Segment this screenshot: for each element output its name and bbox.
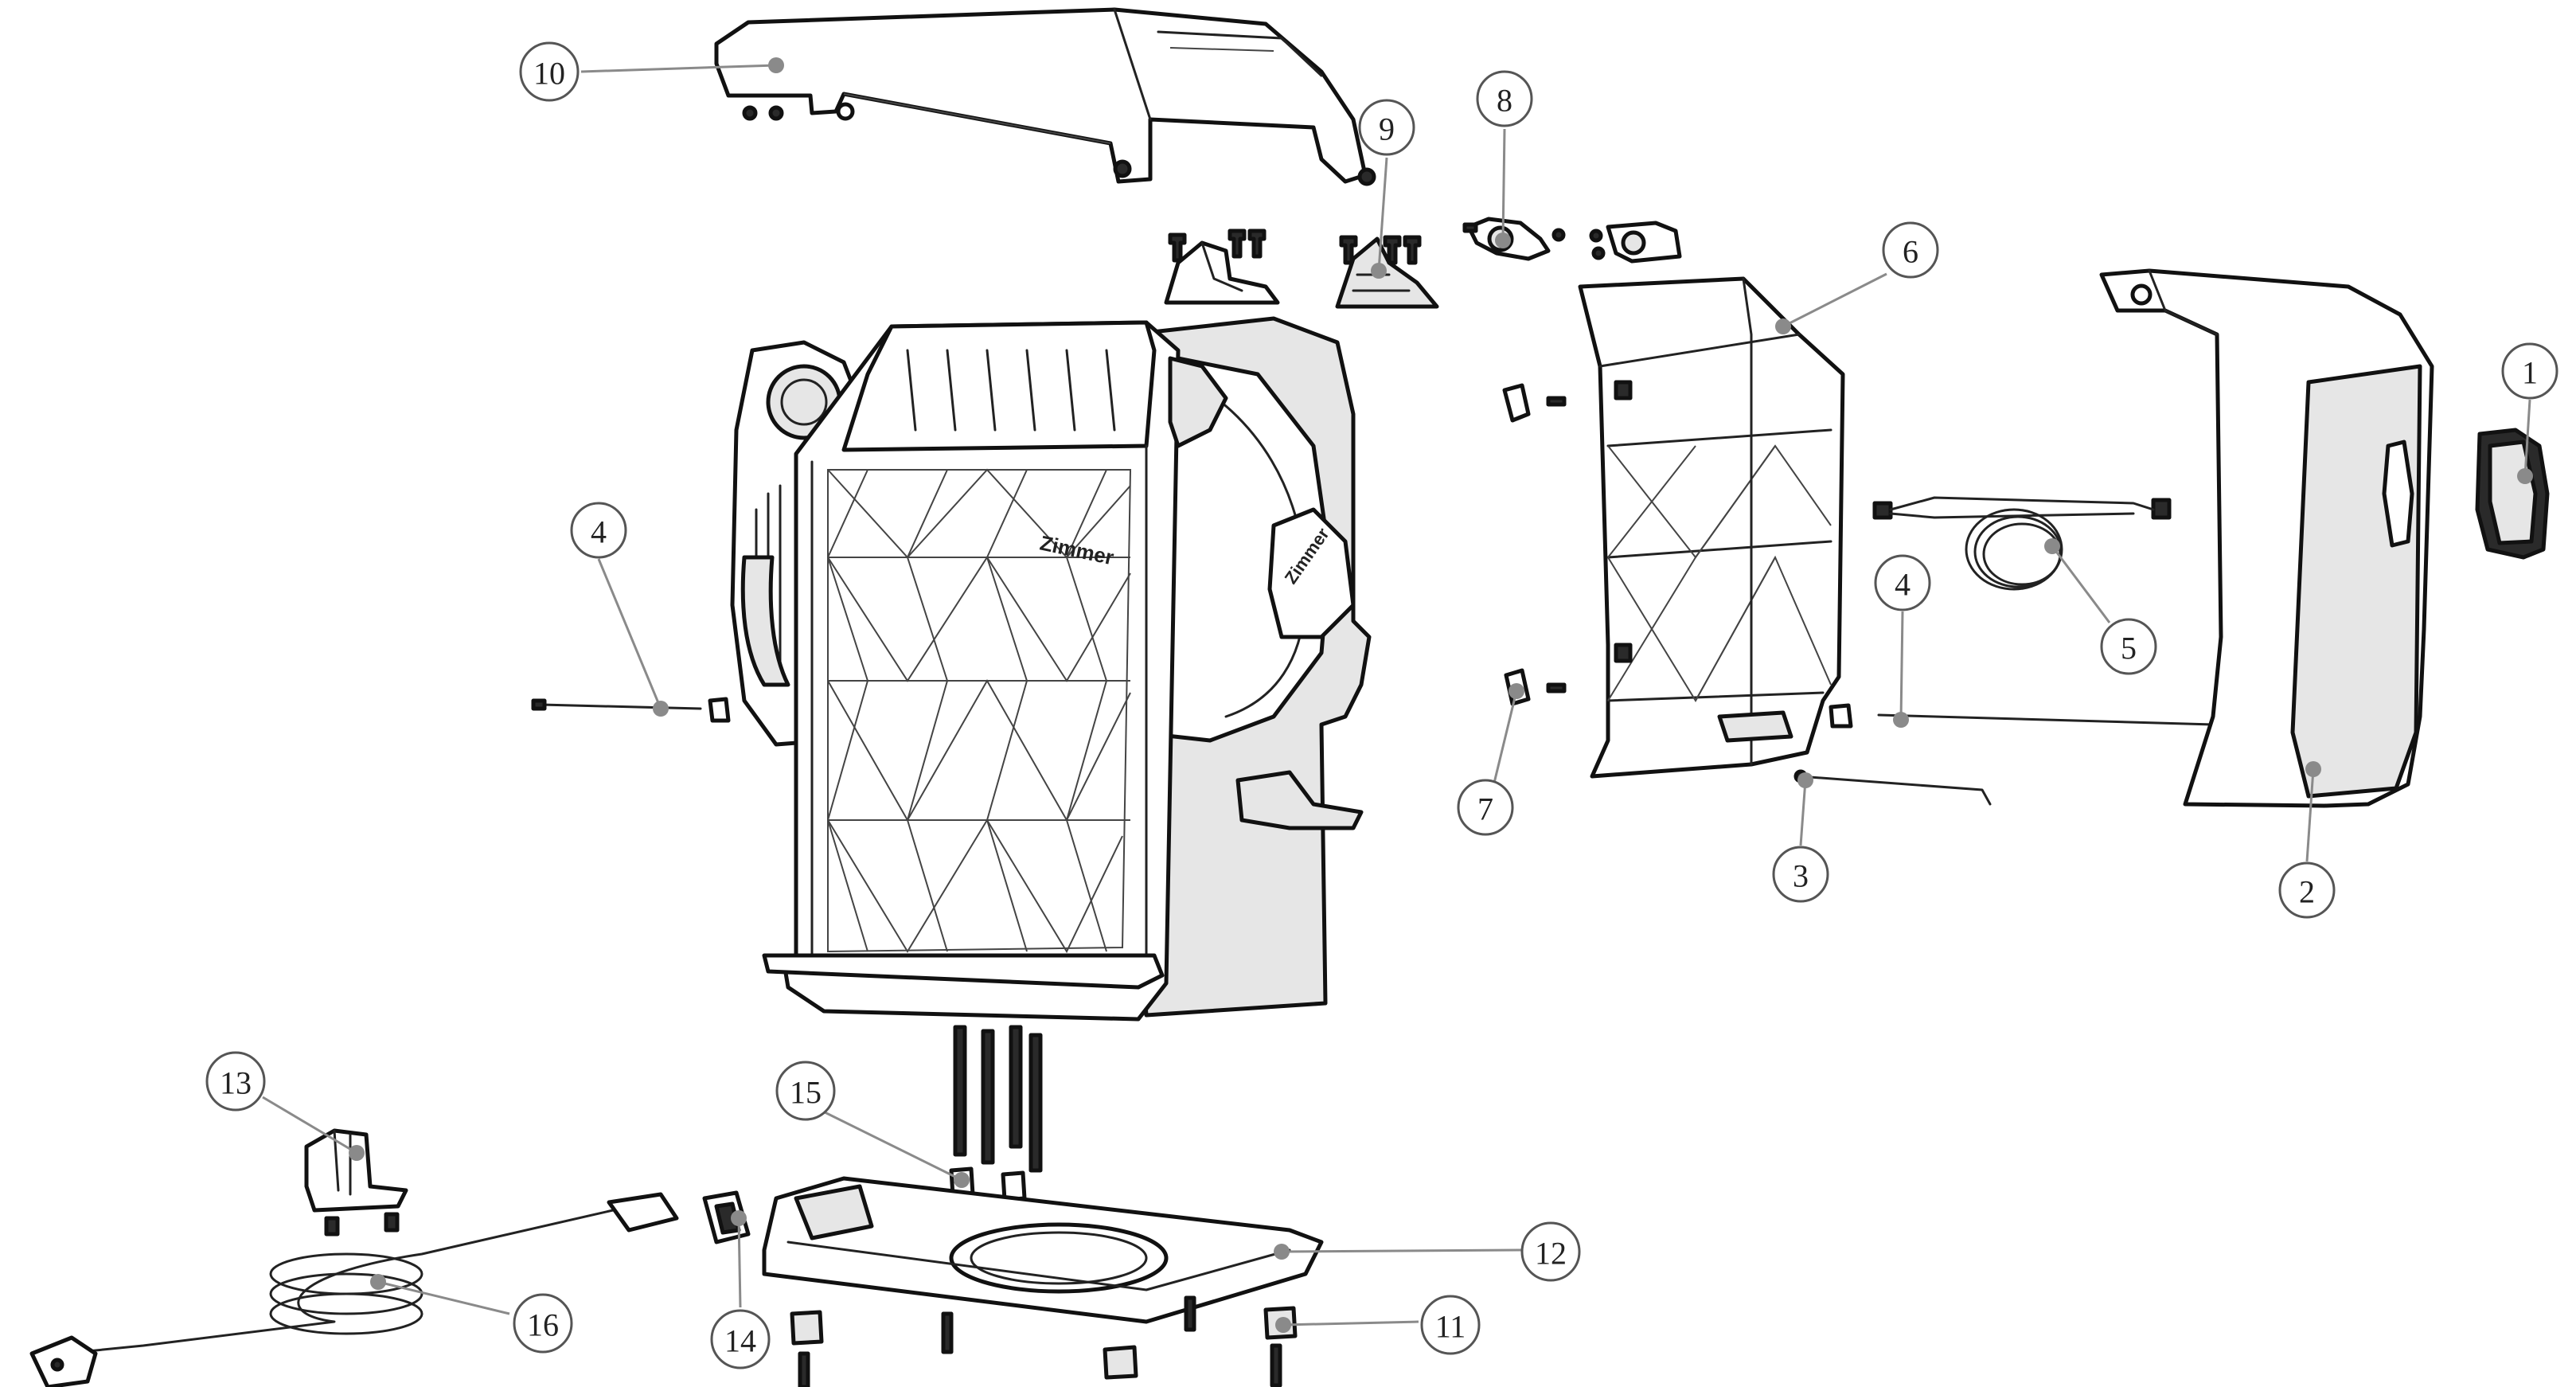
callout-label: 10: [533, 56, 565, 92]
callout-14: 14: [710, 1309, 771, 1369]
callout-label: 2: [2299, 874, 2315, 910]
callout-label: 8: [1497, 83, 1512, 119]
callout-label: 11: [1435, 1309, 1466, 1345]
callout-1: 1: [2501, 342, 2558, 400]
part-10-top-cover: [714, 7, 1376, 186]
part-9-brackets: [1164, 229, 1439, 309]
part-3-tie-rod: [1793, 769, 1992, 806]
part-1-display-module: [2475, 428, 2550, 560]
main-housing-frame: Zimmer Zimmer: [730, 316, 1372, 1022]
callout-11: 11: [1420, 1295, 1481, 1355]
part-15-heating-element: [949, 1025, 1043, 1202]
callout-label: 4: [1895, 567, 1911, 603]
callout-label: 13: [220, 1065, 252, 1101]
callout-label: 15: [790, 1075, 822, 1111]
callout-label: 7: [1477, 791, 1493, 827]
lattice-grid: [827, 468, 1132, 954]
part-4-rods: [531, 697, 2215, 729]
callout-7: 7: [1457, 779, 1514, 836]
callout-12: 12: [1520, 1221, 1581, 1282]
part-13-mount-bracket: [304, 1128, 408, 1237]
callout-label: 5: [2121, 631, 2137, 666]
part-6-rear-panel: [1578, 276, 1845, 779]
part-14-switch: [702, 1190, 751, 1244]
callout-16: 16: [513, 1293, 573, 1354]
callout-label: 16: [527, 1307, 559, 1343]
callout-4-right: 4: [1874, 554, 1931, 611]
leader-dots: [349, 57, 2533, 1333]
callout-label: 1: [2522, 355, 2538, 391]
part-16-power-cord: [29, 1192, 679, 1387]
callout-13: 13: [205, 1051, 266, 1112]
callout-10: 10: [519, 41, 580, 102]
part-7-clips: [1502, 383, 1567, 706]
callout-9: 9: [1358, 99, 1415, 156]
callout-2: 2: [2278, 862, 2336, 919]
part-8-hinge-clips: [1462, 217, 1682, 264]
part-2-side-cover: [2099, 268, 2434, 808]
part-5-cable-harness: [1872, 496, 2172, 591]
callout-label: 9: [1379, 111, 1395, 147]
callout-label: 3: [1793, 858, 1809, 894]
callout-label: 14: [724, 1323, 756, 1359]
callout-5: 5: [2100, 618, 2157, 675]
callout-15: 15: [775, 1061, 836, 1121]
callout-label: 4: [591, 514, 607, 550]
screw-group-9: [1168, 229, 1422, 265]
callout-8: 8: [1476, 70, 1533, 127]
callout-3: 3: [1772, 846, 1829, 903]
callout-label: 12: [1535, 1236, 1567, 1272]
callout-4-left: 4: [570, 502, 627, 559]
callout-label: 6: [1903, 234, 1918, 270]
callout-leaders: [262, 64, 2531, 1326]
callout-6: 6: [1882, 221, 1939, 279]
part-12-base-plate: [762, 1176, 1324, 1324]
part-11-feet: [790, 1295, 1298, 1387]
